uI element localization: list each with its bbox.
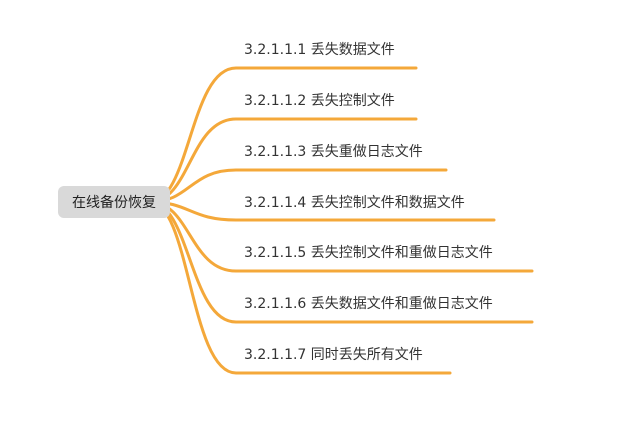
branch-node-6[interactable]: 3.2.1.1.6 丢失数据文件和重做日志文件 [244,296,493,312]
branch-node-1[interactable]: 3.2.1.1.1 丢失数据文件 [244,42,395,58]
root-node-label: 在线备份恢复 [72,195,156,211]
root-node[interactable]: 在线备份恢复 [58,186,170,218]
branch-node-4[interactable]: 3.2.1.1.4 丢失控制文件和数据文件 [244,195,465,211]
branch-node-3[interactable]: 3.2.1.1.3 丢失重做日志文件 [244,144,423,160]
branch-node-7[interactable]: 3.2.1.1.7 同时丢失所有文件 [244,347,423,363]
branch-node-5[interactable]: 3.2.1.1.5 丢失控制文件和重做日志文件 [244,245,493,261]
branch-connector-1 [148,66,418,204]
branch-node-2[interactable]: 3.2.1.1.2 丢失控制文件 [244,93,395,109]
